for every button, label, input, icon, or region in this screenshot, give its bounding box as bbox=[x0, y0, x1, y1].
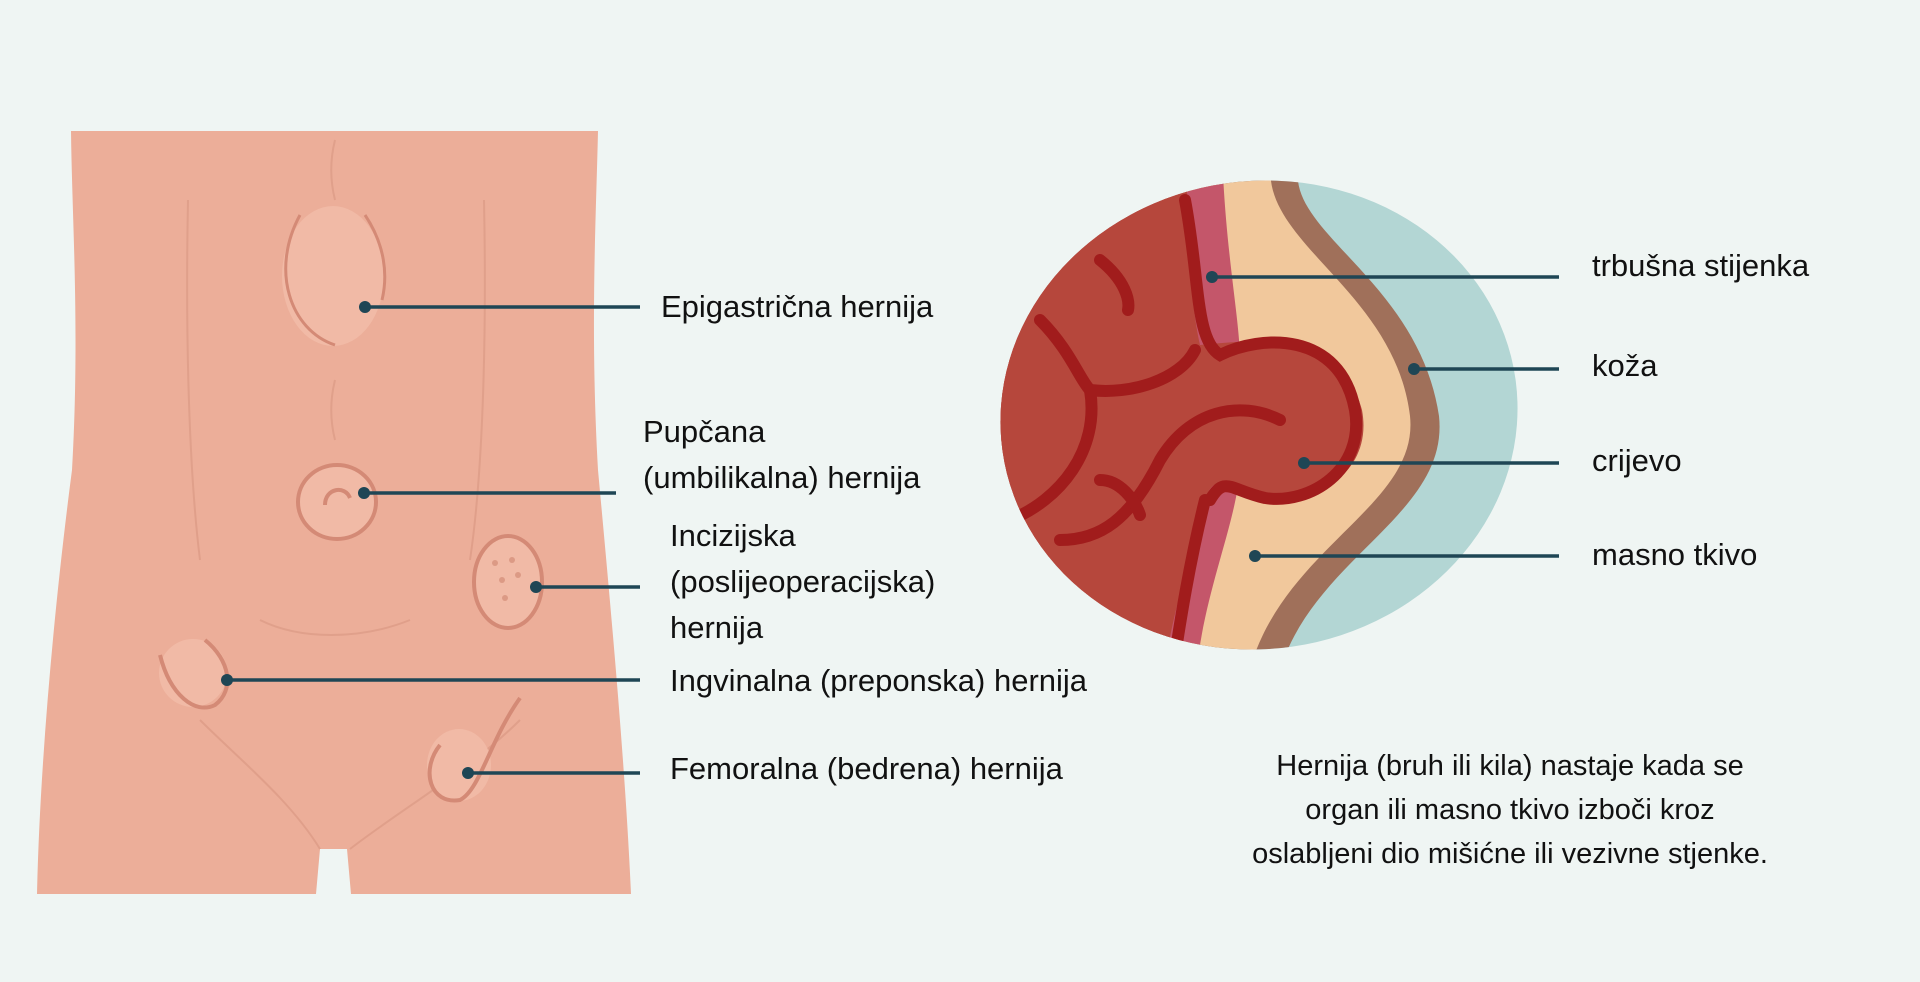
label-line: (umbilikalna) hernija bbox=[643, 460, 921, 495]
description-line: Hernija (bruh ili kila) nastaje kada se bbox=[1276, 750, 1744, 782]
cross-section-illustration bbox=[969, 150, 1549, 683]
incisional-bulge bbox=[472, 534, 544, 630]
epigastric-bulge bbox=[282, 206, 387, 347]
label-line: hernija bbox=[670, 610, 764, 645]
label-line: Incizijska bbox=[670, 518, 796, 553]
label-skin: koža bbox=[1592, 348, 1658, 383]
torso-illustration bbox=[37, 131, 631, 894]
label-line: Epigastrična hernija bbox=[661, 289, 934, 324]
label-fat-tissue: masno tkivo bbox=[1592, 537, 1758, 572]
label-line: (poslijeoperacijska) bbox=[670, 564, 936, 599]
hernia-description: Hernija (bruh ili kila) nastaje kada se … bbox=[1160, 744, 1860, 876]
label-line: Femoralna (bedrena) hernija bbox=[670, 751, 1063, 786]
label-abdominal-wall: trbušna stijenka bbox=[1592, 248, 1810, 283]
label-inguinal-hernia: Ingvinalna (preponska) hernija bbox=[670, 658, 1087, 704]
label-line: Ingvinalna (preponska) hernija bbox=[670, 663, 1088, 698]
leader-lines bbox=[221, 271, 1559, 779]
inguinal-bulge bbox=[158, 638, 230, 710]
umbilical-bulge bbox=[296, 463, 378, 541]
label-intestine: crijevo bbox=[1592, 443, 1682, 478]
femoral-bulge bbox=[427, 696, 522, 803]
description-line: oslabljeni dio mišićne ili vezivne stjen… bbox=[1252, 838, 1768, 870]
label-line: Pupčana bbox=[643, 414, 766, 449]
label-femoral-hernia: Femoralna (bedrena) hernija bbox=[670, 746, 1063, 792]
label-epigastric-hernia: Epigastrična hernija bbox=[661, 284, 933, 330]
label-umbilical-hernia: Pupčana (umbilikalna) hernija bbox=[643, 409, 920, 501]
label-incisional-hernia: Incizijska (poslijeoperacijska) hernija bbox=[670, 513, 935, 651]
description-line: organ ili masno tkivo izboči kroz bbox=[1305, 794, 1715, 826]
